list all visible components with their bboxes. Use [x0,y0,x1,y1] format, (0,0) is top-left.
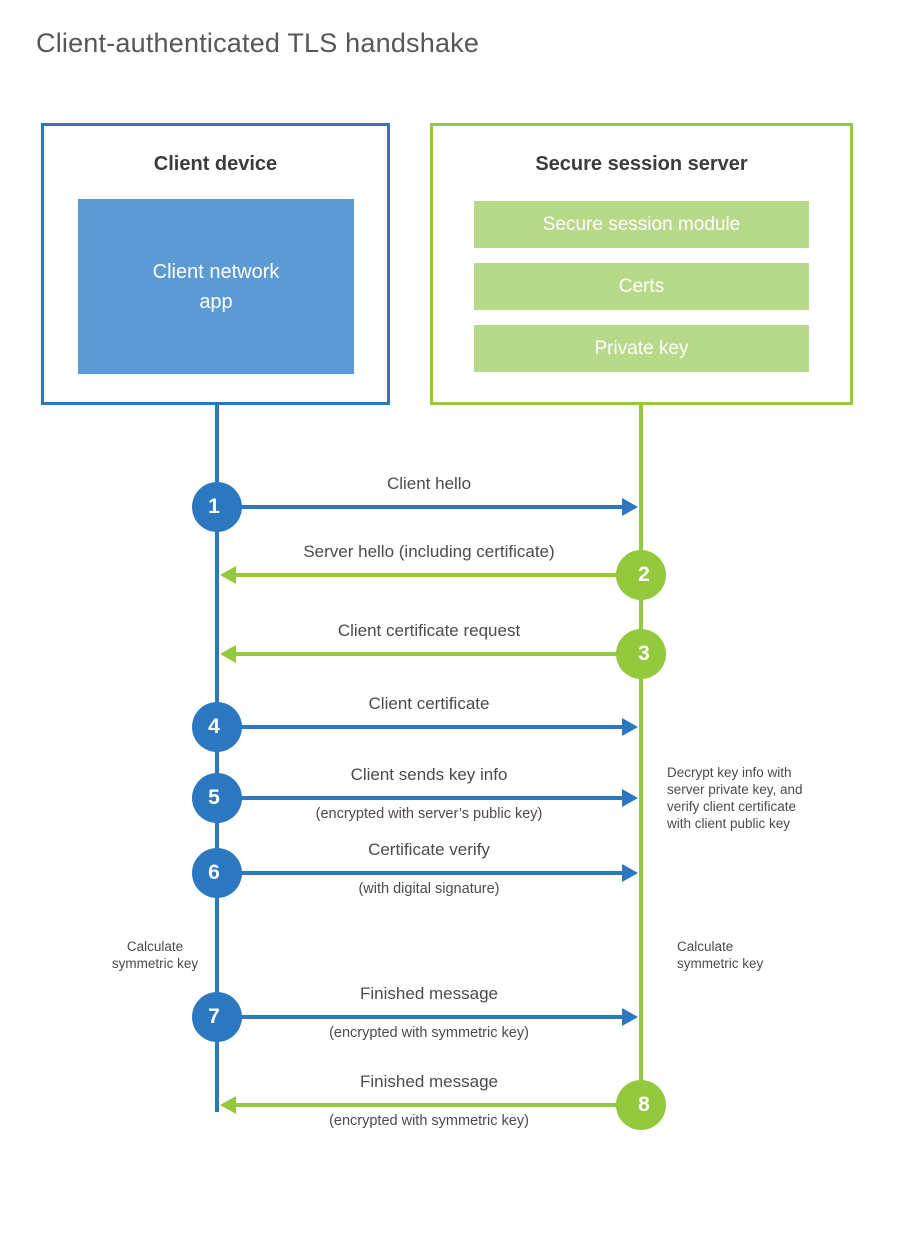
message-label: Client certificate request [337,621,521,640]
message-sublabel: (encrypted with symmetric key) [329,1025,529,1041]
message-arrow-shaft [236,652,641,656]
message-arrow-shaft [217,796,624,800]
step-number-badge: 4 [192,702,242,752]
client-network-app-box: Client network app [78,199,354,374]
step-number-badge: 7 [192,992,242,1042]
server-module-private-key: Private key [474,325,809,372]
step-number: 2 [638,563,650,586]
page-title: Client-authenticated TLS handshake [36,28,480,58]
step-number: 4 [208,715,220,738]
message-arrow-shaft [236,1103,641,1107]
message-arrow-shaft [217,871,624,875]
message-label: Client hello [386,474,472,493]
step-number-badge: 2 [616,550,666,600]
step-number: 8 [638,1093,650,1116]
decrypt-key-note: Decrypt key info with server private key… [667,765,803,831]
arrow-left-icon [220,1096,236,1114]
message-arrow-shaft [217,1015,624,1019]
step-number-badge: 5 [192,773,242,823]
step-number: 3 [638,642,650,665]
step-number-badge: 3 [616,629,666,679]
message-label: Finished message [360,1072,498,1091]
arrow-right-icon [622,498,638,516]
message-arrow-shaft [217,725,624,729]
message-sublabel: (encrypted with symmetric key) [329,1113,529,1129]
arrow-right-icon [622,789,638,807]
arrow-left-icon [220,566,236,584]
calculate-symmetric-key-note-client: Calculate symmetric key [111,939,199,971]
arrow-right-icon [622,864,638,882]
server-lifeline [639,404,643,1105]
client-device-title: Client device [153,153,278,175]
arrow-left-icon [220,645,236,663]
step-number-badge: 8 [616,1080,666,1130]
message-arrow-shaft [236,573,641,577]
step-number-badge: 6 [192,848,242,898]
message-label: Client sends key info [350,765,508,784]
message-label: Client certificate [368,694,490,713]
arrow-right-icon [622,1008,638,1026]
message-sublabel: (encrypted with server’s public key) [315,806,543,822]
step-number: 5 [208,786,220,809]
message-label: Finished message [360,984,498,1003]
server-module-certs: Certs [474,263,809,310]
secure-session-server-title: Secure session server [535,153,748,175]
arrow-right-icon [622,718,638,736]
message-arrow-shaft [217,505,624,509]
step-number-badge: 1 [192,482,242,532]
calculate-symmetric-key-note-server: Calculate symmetric key [677,939,764,971]
server-module-secure-session-module: Secure session module [474,201,809,248]
step-number: 6 [208,861,220,884]
message-label: Server hello (including certificate) [303,542,555,561]
step-number: 1 [208,495,220,518]
message-label: Certificate verify [368,840,490,859]
step-number: 7 [208,1005,220,1028]
message-sublabel: (with digital signature) [358,881,500,897]
client-lifeline [215,404,219,1112]
